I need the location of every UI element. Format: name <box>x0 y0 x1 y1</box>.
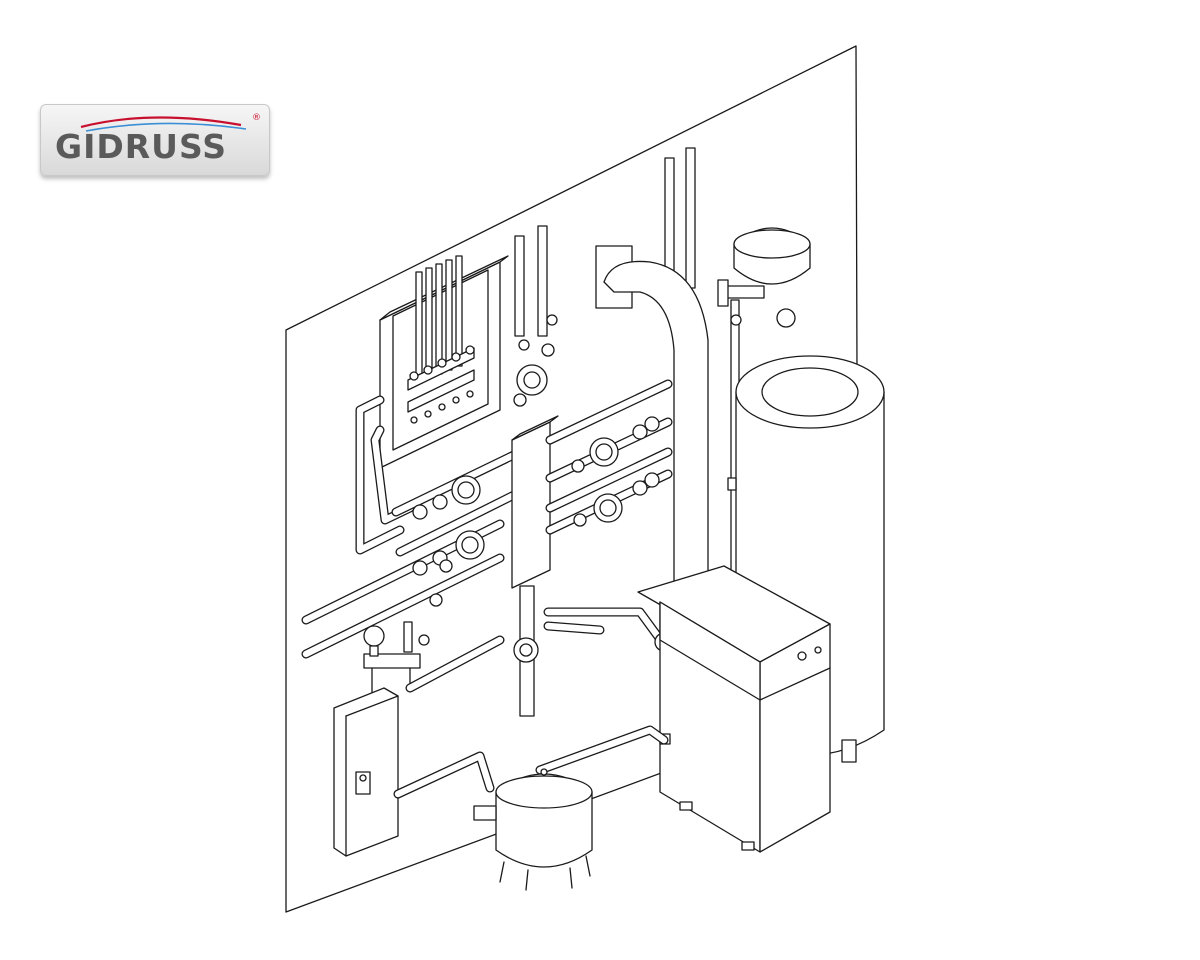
electric-boiler <box>334 688 398 856</box>
gidruss-logo: ® GIDRUSS <box>40 104 270 176</box>
flue-pipe <box>596 246 708 594</box>
left-distribution-pipes <box>306 452 520 654</box>
manifold-vertical-pipes <box>416 256 462 382</box>
logo-swoosh-icon <box>80 116 247 132</box>
left-pump-groups <box>413 476 484 606</box>
expansion-vessel-wall <box>718 228 810 327</box>
floor-standing-boiler <box>638 566 830 852</box>
right-pump-groups <box>572 417 659 526</box>
manifold-valves <box>410 346 474 423</box>
safety-group <box>364 622 429 700</box>
logo-text: GIDRUSS <box>55 127 228 166</box>
underfloor-manifold-cabinet <box>360 256 508 550</box>
riser-pipes <box>515 148 739 620</box>
boiler-feed-loop <box>548 612 662 642</box>
logo-registered-mark: ® <box>252 113 261 123</box>
expansion-vessel-floor <box>474 769 592 890</box>
bottom-pipes <box>398 640 664 794</box>
